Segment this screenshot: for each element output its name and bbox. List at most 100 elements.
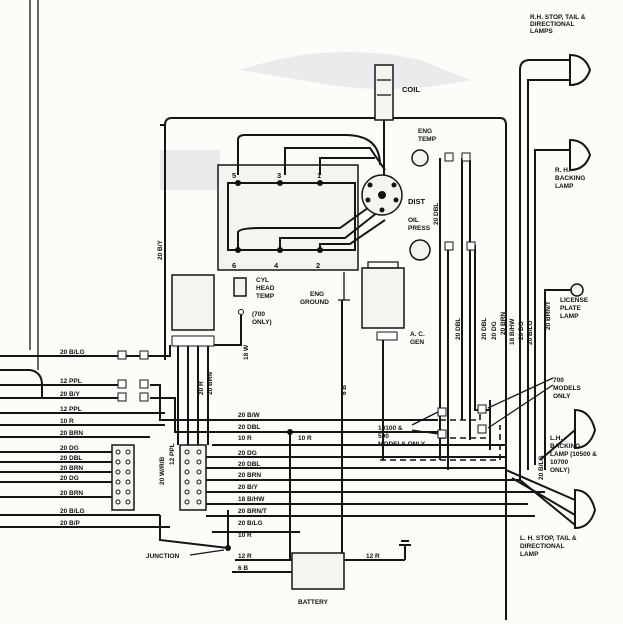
rh-backing-wire bbox=[534, 149, 570, 465]
junction-label: JUNCTION bbox=[146, 553, 180, 560]
callout-line bbox=[487, 384, 554, 429]
wire-label: 20 B/LG bbox=[60, 349, 85, 356]
wire-label: 12 PPL bbox=[169, 443, 176, 465]
spark-plug-wire bbox=[237, 134, 381, 175]
connector bbox=[437, 407, 447, 417]
junction-pointer bbox=[189, 549, 225, 556]
ground-symbol bbox=[338, 272, 350, 301]
left-stub-wires bbox=[0, 345, 171, 528]
wire-label: 20 BRN bbox=[500, 312, 507, 335]
ignition-coil bbox=[374, 64, 394, 121]
wire-label: 12 R bbox=[366, 553, 380, 560]
optional-wire bbox=[380, 425, 501, 461]
generator-cap bbox=[367, 261, 399, 269]
wire-label: 20 B/W bbox=[238, 412, 261, 419]
callout-line bbox=[411, 429, 439, 435]
plug-number-4: 4 bbox=[274, 261, 279, 270]
spark-plug-wire bbox=[237, 204, 373, 250]
wire-label: 12 PPL bbox=[60, 406, 82, 413]
wire-label: 20 B/Y bbox=[238, 484, 259, 491]
voltage-regulator bbox=[171, 274, 215, 331]
connector bbox=[466, 241, 476, 251]
wire-label: 10 R bbox=[238, 532, 252, 539]
eng-temp-sender bbox=[411, 149, 429, 167]
lh-lamp-wire bbox=[505, 469, 576, 501]
connector bbox=[477, 424, 487, 434]
wire-label: 20 DG bbox=[238, 450, 257, 457]
wire-label: 20 BRN bbox=[207, 372, 214, 395]
oil-press-sender bbox=[409, 239, 431, 261]
connector bbox=[461, 152, 471, 162]
wire-label: 20 DG bbox=[60, 445, 79, 452]
engine-wire-loop bbox=[227, 182, 356, 251]
wire-label: 20 B/P bbox=[60, 520, 81, 527]
wire-label: 20 DBL bbox=[60, 455, 82, 462]
connector bbox=[117, 379, 127, 389]
connector bbox=[139, 379, 149, 389]
wire-label: 20 DG bbox=[518, 321, 525, 340]
wire-label: 20 DBL bbox=[481, 318, 488, 340]
plug-number-5: 5 bbox=[232, 171, 236, 180]
rh-lamp-wire bbox=[519, 59, 570, 480]
wire-label: 20 DG bbox=[491, 321, 498, 340]
wire-label: 20 B/Y bbox=[157, 239, 164, 260]
lh-stop-tail-lamp bbox=[574, 488, 597, 530]
connector bbox=[444, 241, 454, 251]
lh-backing-wire bbox=[539, 429, 576, 461]
background-smudge bbox=[160, 150, 220, 190]
wire-label: 6 B bbox=[238, 565, 248, 572]
connector bbox=[477, 404, 487, 414]
wire-label: 20 B/LG bbox=[527, 320, 534, 345]
dist-label: DIST bbox=[408, 197, 426, 206]
spark-plug-wire bbox=[319, 157, 375, 175]
wire-label: 10 R bbox=[238, 435, 252, 442]
wire-label: 20 BRN bbox=[238, 472, 261, 479]
wire-label: 6 B bbox=[341, 385, 348, 395]
plug-terminal bbox=[235, 247, 241, 253]
distributor-terminal bbox=[365, 197, 371, 203]
wire-label: 10 R bbox=[60, 418, 74, 425]
plug-terminal bbox=[317, 180, 323, 186]
background-smudge bbox=[240, 52, 470, 89]
wire-label: 20 DBL bbox=[433, 203, 440, 225]
plug-number-6: 6 bbox=[232, 261, 236, 270]
wire-label: 20 BRN bbox=[60, 490, 83, 497]
spark-plug-wire bbox=[284, 147, 386, 175]
wire-label: 20 B/LG bbox=[538, 455, 545, 480]
connector bbox=[117, 392, 127, 402]
callout-line bbox=[411, 411, 439, 426]
connector bbox=[117, 350, 127, 360]
battery-label: BATTERY bbox=[298, 599, 329, 606]
main-harness-loop bbox=[164, 117, 507, 620]
distributor-terminal bbox=[393, 197, 399, 203]
lh-backing-lamp bbox=[574, 408, 597, 450]
connector bbox=[444, 152, 454, 162]
wire-label: 20 BRN/T bbox=[238, 508, 267, 515]
wire-label: 20 B/LG bbox=[238, 520, 263, 527]
plug-terminal bbox=[317, 247, 323, 253]
plug-terminal bbox=[277, 247, 283, 253]
plug-terminal bbox=[277, 180, 283, 186]
wire-label: 20 W/R/B bbox=[159, 457, 166, 485]
wire-label: 12 PPL bbox=[60, 378, 82, 385]
connector bbox=[139, 392, 149, 402]
wire-label: 18 B/HW bbox=[509, 318, 516, 345]
wire-label: 18 W bbox=[243, 344, 250, 360]
rh-lamp-wire bbox=[527, 79, 570, 470]
center-bulkhead-connector bbox=[179, 444, 207, 511]
wire-label: 20 DG bbox=[60, 475, 79, 482]
wire-label: 20 BRN/T bbox=[545, 301, 552, 330]
license-lamp-wire bbox=[544, 289, 571, 470]
connector bbox=[139, 350, 149, 360]
callout-line bbox=[487, 377, 554, 409]
terminal bbox=[238, 309, 244, 315]
wire-label: 20 R bbox=[198, 381, 205, 395]
regulator-connector bbox=[171, 335, 215, 347]
